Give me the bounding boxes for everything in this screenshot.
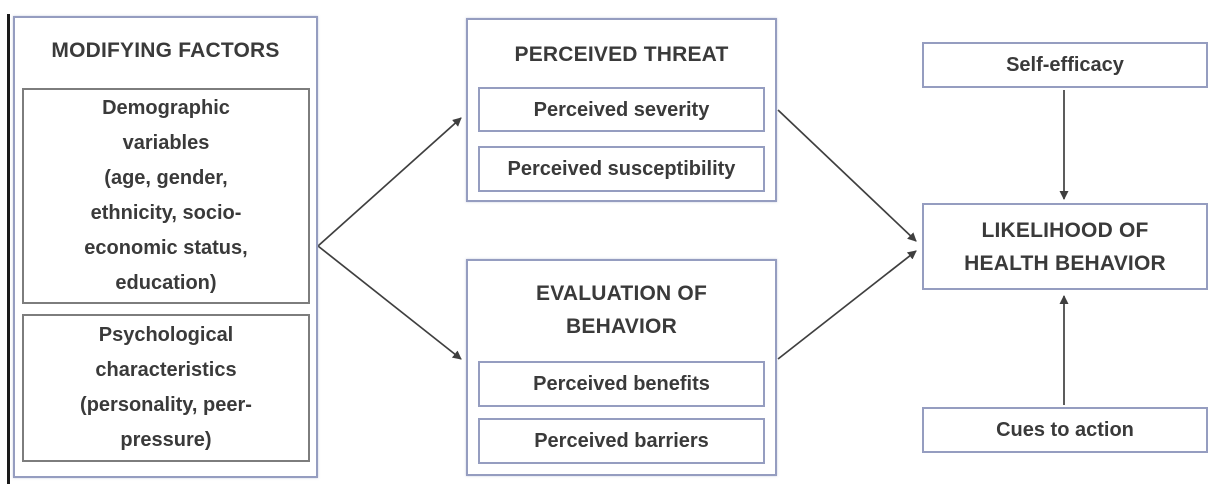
perceived-susceptibility-text: Perceived susceptibility [507,158,736,180]
perceived-severity-box: Perceived severity [478,87,765,132]
arrow-evaluation-to-likelihood [777,250,917,360]
perceived-threat-title: PERCEIVED THREAT [514,43,729,66]
cues-to-action-text: Cues to action [996,419,1134,441]
perceived-susceptibility-box: Perceived susceptibility [478,146,765,192]
arrow-modifying-to-perceived-threat [317,117,462,247]
psychological-characteristics-box: Psychological characteristics (personali… [22,314,310,462]
modifying-factors-title: MODIFYING FACTORS [51,39,280,62]
likelihood-of-health-behavior-text: LIKELIHOOD OF HEALTH BEHAVIOR [964,218,1166,275]
arrow-modifying-to-evaluation [317,245,462,360]
cues-to-action-box: Cues to action [922,407,1208,453]
arrow-threat-to-likelihood [777,109,917,242]
perceived-barriers-text: Perceived barriers [534,430,709,452]
perceived-benefits-text: Perceived benefits [533,373,710,395]
self-efficacy-box: Self-efficacy [922,42,1208,88]
evaluation-of-behavior-title: EVALUATION OF BEHAVIOR [536,282,707,338]
perceived-benefits-box: Perceived benefits [478,361,765,407]
demographic-variables-text: Demographic variables (age, gender, ethn… [84,97,248,294]
likelihood-of-health-behavior-box: LIKELIHOOD OF HEALTH BEHAVIOR [922,203,1208,290]
self-efficacy-text: Self-efficacy [1006,54,1124,76]
demographic-variables-box: Demographic variables (age, gender, ethn… [22,88,310,304]
psychological-characteristics-text: Psychological characteristics (personali… [80,324,252,451]
page-frame-line [7,14,10,484]
perceived-barriers-box: Perceived barriers [478,418,765,464]
perceived-severity-text: Perceived severity [533,98,710,121]
